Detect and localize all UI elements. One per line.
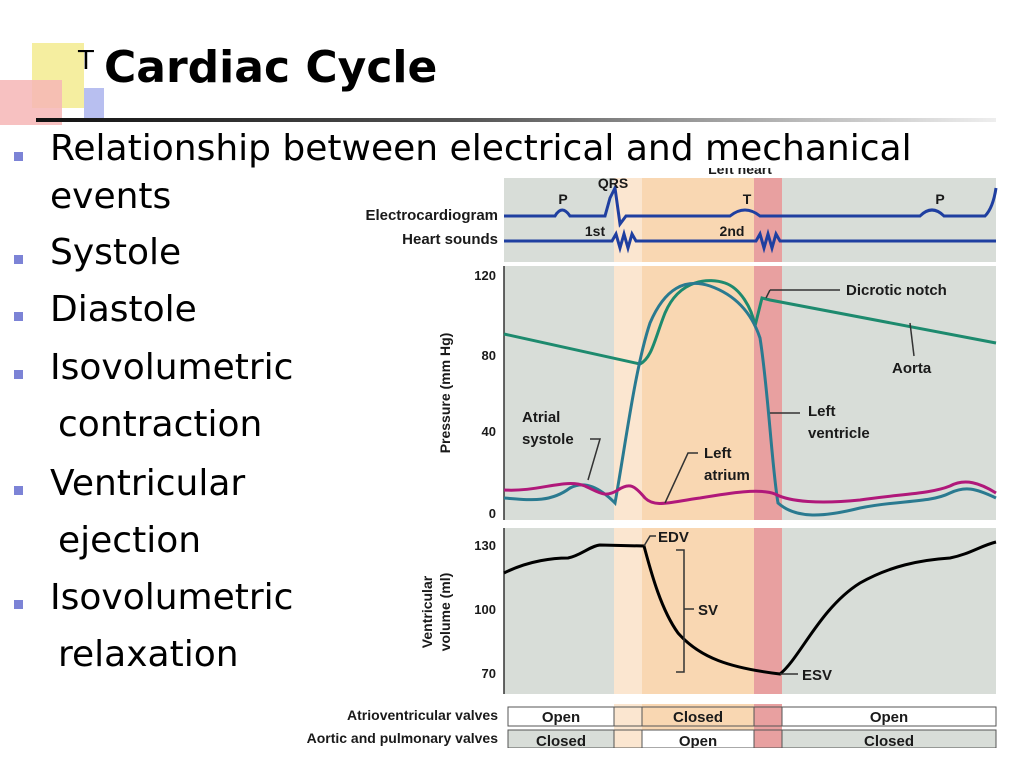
semilunar-cell-transition xyxy=(753,729,783,748)
volume-tick-70: 70 xyxy=(482,666,496,681)
sv-label: SV xyxy=(698,602,718,619)
aorta-label: Aorta xyxy=(892,360,932,377)
semilunar-state-closed-2: Closed xyxy=(864,733,914,748)
cardiac-cycle-diagram: Left heart Electrocardiogram P QRS T P H… xyxy=(307,168,998,748)
volume-tick-130: 130 xyxy=(474,538,496,553)
decor-square-blue xyxy=(84,88,104,118)
left-ventricle-label-line2: ventricle xyxy=(808,425,870,442)
av-cell-transition xyxy=(753,706,783,727)
bullet-text: Isovolumetric xyxy=(50,577,294,618)
bullet-text-continued: relaxation xyxy=(58,634,239,675)
edv-label: EDV xyxy=(658,529,689,546)
esv-label: ESV xyxy=(802,667,832,684)
dicrotic-notch-leader xyxy=(765,289,771,299)
av-state-closed: Closed xyxy=(673,709,723,726)
semilunar-state-open: Open xyxy=(679,733,717,748)
volume-tick-100: 100 xyxy=(474,602,496,617)
bullet-text-continued: ejection xyxy=(58,520,202,561)
volume-axis-label-line1: Ventricular xyxy=(419,575,435,648)
semilunar-state-closed-1: Closed xyxy=(536,733,586,748)
slide-title: Cardiac Cycle xyxy=(104,42,438,93)
bullet-text: Systole xyxy=(50,232,182,273)
edv-leader xyxy=(643,535,656,547)
dicrotic-notch-label: Dicrotic notch xyxy=(846,282,947,299)
panel-gap xyxy=(504,262,996,266)
heart-sound-1st: 1st xyxy=(585,223,606,239)
atrial-systole-label-line1: Atrial xyxy=(522,409,560,426)
ventricular-volume-curve xyxy=(503,540,997,676)
left-atrium-pressure-curve xyxy=(503,480,997,505)
heart-sounds-label: Heart sounds xyxy=(402,231,498,248)
ecg-trace xyxy=(504,183,998,228)
bullet-marker xyxy=(14,255,23,264)
bullet-text: Isovolumetric xyxy=(50,347,294,388)
volume-axis-label-line2: volume (ml) xyxy=(437,573,453,652)
bullet-marker xyxy=(14,486,23,495)
semilunar-valves-label: Aortic and pulmonary valves xyxy=(307,730,499,746)
av-cell-transition xyxy=(613,706,643,727)
bullet-marker xyxy=(14,370,23,379)
atrial-systole-leader xyxy=(587,438,602,481)
av-valves-label: Atrioventricular valves xyxy=(347,707,498,723)
panel-gap xyxy=(504,694,996,704)
left-atrium-label-line2: atrium xyxy=(704,467,750,484)
decor-square-pink xyxy=(0,80,62,125)
pressure-axis-label: Pressure (mm Hg) xyxy=(437,333,453,454)
bullet-text: Relationship between electrical and mech… xyxy=(50,128,912,169)
aorta-leader xyxy=(909,322,915,357)
panel-gap xyxy=(504,520,996,528)
top-label: Left heart xyxy=(708,168,772,177)
left-atrium-label-line1: Left xyxy=(704,445,732,462)
atrial-systole-label-line2: systole xyxy=(522,431,574,448)
phase-band-isovolumetric-contraction xyxy=(614,178,642,748)
bullet-marker xyxy=(14,600,23,609)
bullet-text: Diastole xyxy=(50,289,197,330)
title-divider xyxy=(36,118,996,122)
left-ventricle-label-line1: Left xyxy=(808,403,836,420)
pressure-tick-80: 80 xyxy=(482,348,496,363)
semilunar-cell-transition xyxy=(613,729,643,748)
aorta-pressure-curve xyxy=(503,279,997,366)
title-prefix: T xyxy=(78,46,94,76)
av-cell-open-2 xyxy=(781,706,997,727)
av-state-open-1: Open xyxy=(542,709,580,726)
heart-sound-2nd: 2nd xyxy=(720,223,745,239)
av-state-open-2: Open xyxy=(870,709,908,726)
bullet-marker xyxy=(14,312,23,321)
ecg-label: Electrocardiogram xyxy=(365,207,498,224)
ecg-wave-qrs: QRS xyxy=(598,175,628,191)
sv-bracket xyxy=(676,549,694,673)
bullet-text: Ventricular xyxy=(50,463,246,504)
bullet-text-continued: events xyxy=(50,176,172,217)
semilunar-cell-closed-2 xyxy=(781,729,997,748)
ecg-wave-p2: P xyxy=(935,191,944,207)
pressure-tick-0: 0 xyxy=(489,506,496,521)
bullet-marker xyxy=(14,152,23,161)
pressure-tick-40: 40 xyxy=(482,424,496,439)
bullet-text-continued: contraction xyxy=(58,404,263,445)
phase-band-ejection xyxy=(642,178,754,748)
ecg-wave-p: P xyxy=(558,191,567,207)
ecg-wave-t: T xyxy=(743,191,752,207)
phase-band-isovolumetric-relaxation xyxy=(754,178,782,748)
pressure-tick-120: 120 xyxy=(474,268,496,283)
left-atrium-leader xyxy=(664,452,698,504)
heart-sounds-trace xyxy=(504,228,996,254)
